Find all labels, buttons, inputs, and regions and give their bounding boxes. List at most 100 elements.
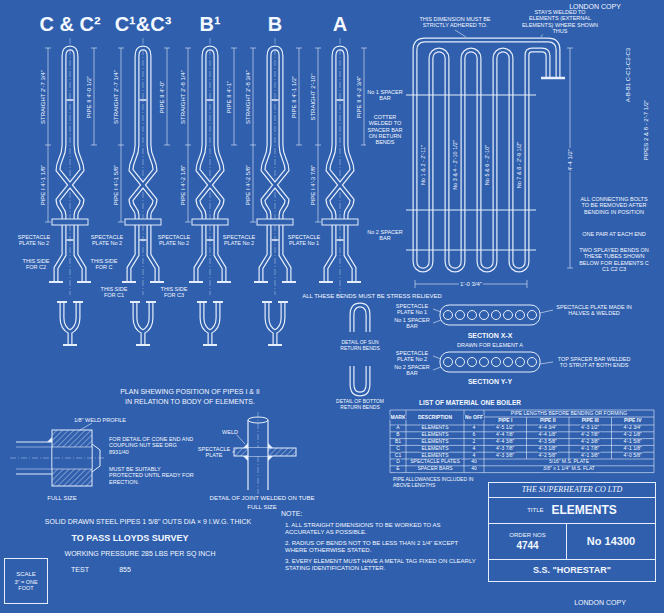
dimension-text: STRAIGHT 2'-7 3/4" xyxy=(40,69,47,125)
table-cell: 4'-4 3/4" xyxy=(538,426,558,432)
cell-heading: S.S. "HORESTAR" xyxy=(533,566,611,576)
table-cell: 4'-2 1/8" xyxy=(623,432,643,438)
dimension-text: No 5 & 6 - 2'-10" xyxy=(484,144,490,186)
dimension-text: STRAIGHT 2'-8 3/4" xyxy=(245,69,252,125)
table-cell: 4'-2 7/8" xyxy=(580,432,600,438)
dimension-text: PIPE II 4'-0 1/2" xyxy=(86,75,93,119)
table-cell: A xyxy=(395,426,400,432)
table-cell: E xyxy=(395,466,400,472)
table-cell: 4'-3 7/8" xyxy=(495,446,515,452)
table-cell: PIPE III xyxy=(581,418,600,424)
element-b xyxy=(250,38,302,295)
tube-end xyxy=(248,417,268,423)
table-cell: PIPE IV xyxy=(623,418,643,424)
cell-value: 3" = ONE FOOT xyxy=(7,579,45,591)
section-y-plate xyxy=(440,352,540,372)
dimension-text: No 3 & 4 - 2'-10 1/2" xyxy=(452,139,458,190)
note-text: 1. ALL STRAIGHT DIMENSIONS TO BE WORKED … xyxy=(284,522,481,536)
tube-gap xyxy=(248,448,268,456)
element-letter: C & C² xyxy=(38,13,101,36)
note-text: FOR DETAIL OF CONE END AND COUPLING NUT … xyxy=(108,436,195,455)
dimension-text: PIPE II 4'-1 1/2" xyxy=(291,75,298,119)
element-bores xyxy=(415,40,558,270)
table-cell: DESCRIPTION xyxy=(417,415,453,421)
table-cell: 4 xyxy=(472,426,477,432)
cell-heading: No 14300 xyxy=(587,535,635,547)
dimension-text: PIPES 2 & 8 - 2'-7 1/2" xyxy=(643,99,650,162)
dimension-text: PIPE II 4'-0" xyxy=(159,80,166,114)
dimension-text: STRAIGHT 2'-8 1/4" xyxy=(180,69,187,125)
callout-text: SECTION X-X xyxy=(467,332,514,340)
note-text: 2. RADIUS OF BENDS NOT TO BE LESS THAN 2… xyxy=(284,540,481,554)
callout-text: SPECTACLE PLATE No 1 xyxy=(391,303,433,316)
callout-text: STAYS WELDED TO ELEMENTS (EXTERNAL ELEME… xyxy=(519,9,601,34)
header-flange xyxy=(541,77,565,80)
table-cell: 4 xyxy=(472,453,477,459)
table-cell: 4'-3 1/8" xyxy=(538,446,558,452)
callout-text: TEST xyxy=(70,566,90,574)
callout-text: SPECTACLE PLATE No 1 xyxy=(286,234,322,247)
note-text: NOTE: xyxy=(280,510,303,518)
table-cell: 4'-3 1/2" xyxy=(580,426,600,432)
scale-box: SCALE3" = ONE FOOT xyxy=(4,558,48,604)
table-cell: 4'-4 3/8" xyxy=(495,439,515,445)
dimension-text: PIPE II 4'-2 3/4" xyxy=(356,75,363,119)
callout-text: SPECTACLE PLATE No 2 xyxy=(16,234,52,247)
callout-text: COTTER WELDED TO SPACER BAR ON RETURN BE… xyxy=(366,114,404,146)
table-cell: 40 xyxy=(470,466,478,472)
table-cell: 4 xyxy=(472,446,477,452)
callout-text: FULL SIZE xyxy=(46,495,77,502)
dimension-text: PIPE II 4'-1" xyxy=(226,80,233,114)
callout-text: THIS DIMENSION MUST BE STRICTLY ADHERED … xyxy=(414,16,496,29)
leader-line xyxy=(433,309,553,370)
table-cell: 4'-0 5/8" xyxy=(623,453,643,459)
table-cell: 4'-2 3/8" xyxy=(580,439,600,445)
callout-text: 855 xyxy=(118,566,132,574)
cell-value: 4744 xyxy=(516,540,538,551)
table-cell: C xyxy=(395,446,401,452)
title-block-cell: S.S. "HORESTAR" xyxy=(488,559,656,582)
callout-text: IN RELATION TO BODY OF ELEMENTS. xyxy=(124,398,256,406)
callout-text: ALL CONNECTING BOLTS TO BE REMOVED AFTER… xyxy=(575,196,653,215)
spectacle-plate-detail xyxy=(234,448,296,456)
callout-text: THIS SIDE FOR C xyxy=(87,258,121,271)
element-c xyxy=(45,38,97,295)
table-cell: 6 xyxy=(472,432,477,438)
callout-text: 1/8" WELD PROFILE xyxy=(73,417,127,423)
title-block-cell: ORDER NOS4744 xyxy=(488,523,567,560)
callout-text: No 2 SPACER BAR xyxy=(366,229,404,242)
dimension-text: A-B-B1 C-C1-C2-C3 xyxy=(625,47,632,103)
title-block-cell: TITLEELEMENTS xyxy=(488,497,656,524)
table-cell: ELEMENTS xyxy=(421,453,450,459)
spacer-bar xyxy=(406,95,536,250)
callout-text: PLAN SHEWING POSITION OF PIPES I & II xyxy=(119,388,261,396)
table-cell: MARK xyxy=(390,415,407,421)
callout-text: SPECTACLE PLATE MADE IN HALVES & WELDED xyxy=(553,304,635,317)
plan-fitting xyxy=(130,302,156,345)
callout-text: PIPE LENGTHS BEFORE BENDING OR FORMING xyxy=(510,411,628,417)
element-a xyxy=(315,38,367,295)
callout-text: THIS SIDE FOR C2 xyxy=(19,258,53,271)
table-cell: 4'-1 3/8" xyxy=(580,453,600,459)
callout-text: TO PASS LLOYDS SURVEY xyxy=(70,533,189,543)
centre-line xyxy=(10,412,258,494)
table-cell: 5/16" M.S. PLATE xyxy=(548,460,590,466)
callout-text: SPECTACLE PLATE No 2 xyxy=(391,350,433,363)
callout-text: 1'-0 3/4" xyxy=(459,281,483,288)
cell-heading: TITLE xyxy=(527,507,543,514)
table-cell: ELEMENTS xyxy=(421,446,450,452)
dimension-text: PIPE I 4'-1 1/8" xyxy=(40,164,47,207)
tube-wall xyxy=(248,420,268,490)
table-cell: 4'-3 3/8" xyxy=(495,453,515,459)
note-text: 3. EVERY ELEMENT MUST HAVE A METAL TAG F… xyxy=(284,558,481,572)
callout-text: LONDON COPY xyxy=(573,599,627,607)
table-cell: 4'-4 7/8" xyxy=(495,432,515,438)
dimension-text: PIPE I 4'-3 7/8" xyxy=(310,164,317,207)
callout-text: SPECTACLE PLATE No 2 xyxy=(89,234,125,247)
table-cell: 2 xyxy=(472,439,477,445)
table-cell: No OFF xyxy=(464,415,484,421)
material-table-grid xyxy=(390,410,654,473)
callout-text: ONE PAIR AT EACH END xyxy=(575,231,653,237)
table-cell: 4'-5 1/2" xyxy=(495,426,515,432)
dimension-text: No 1 & 2 - 2'-11" xyxy=(420,144,426,186)
